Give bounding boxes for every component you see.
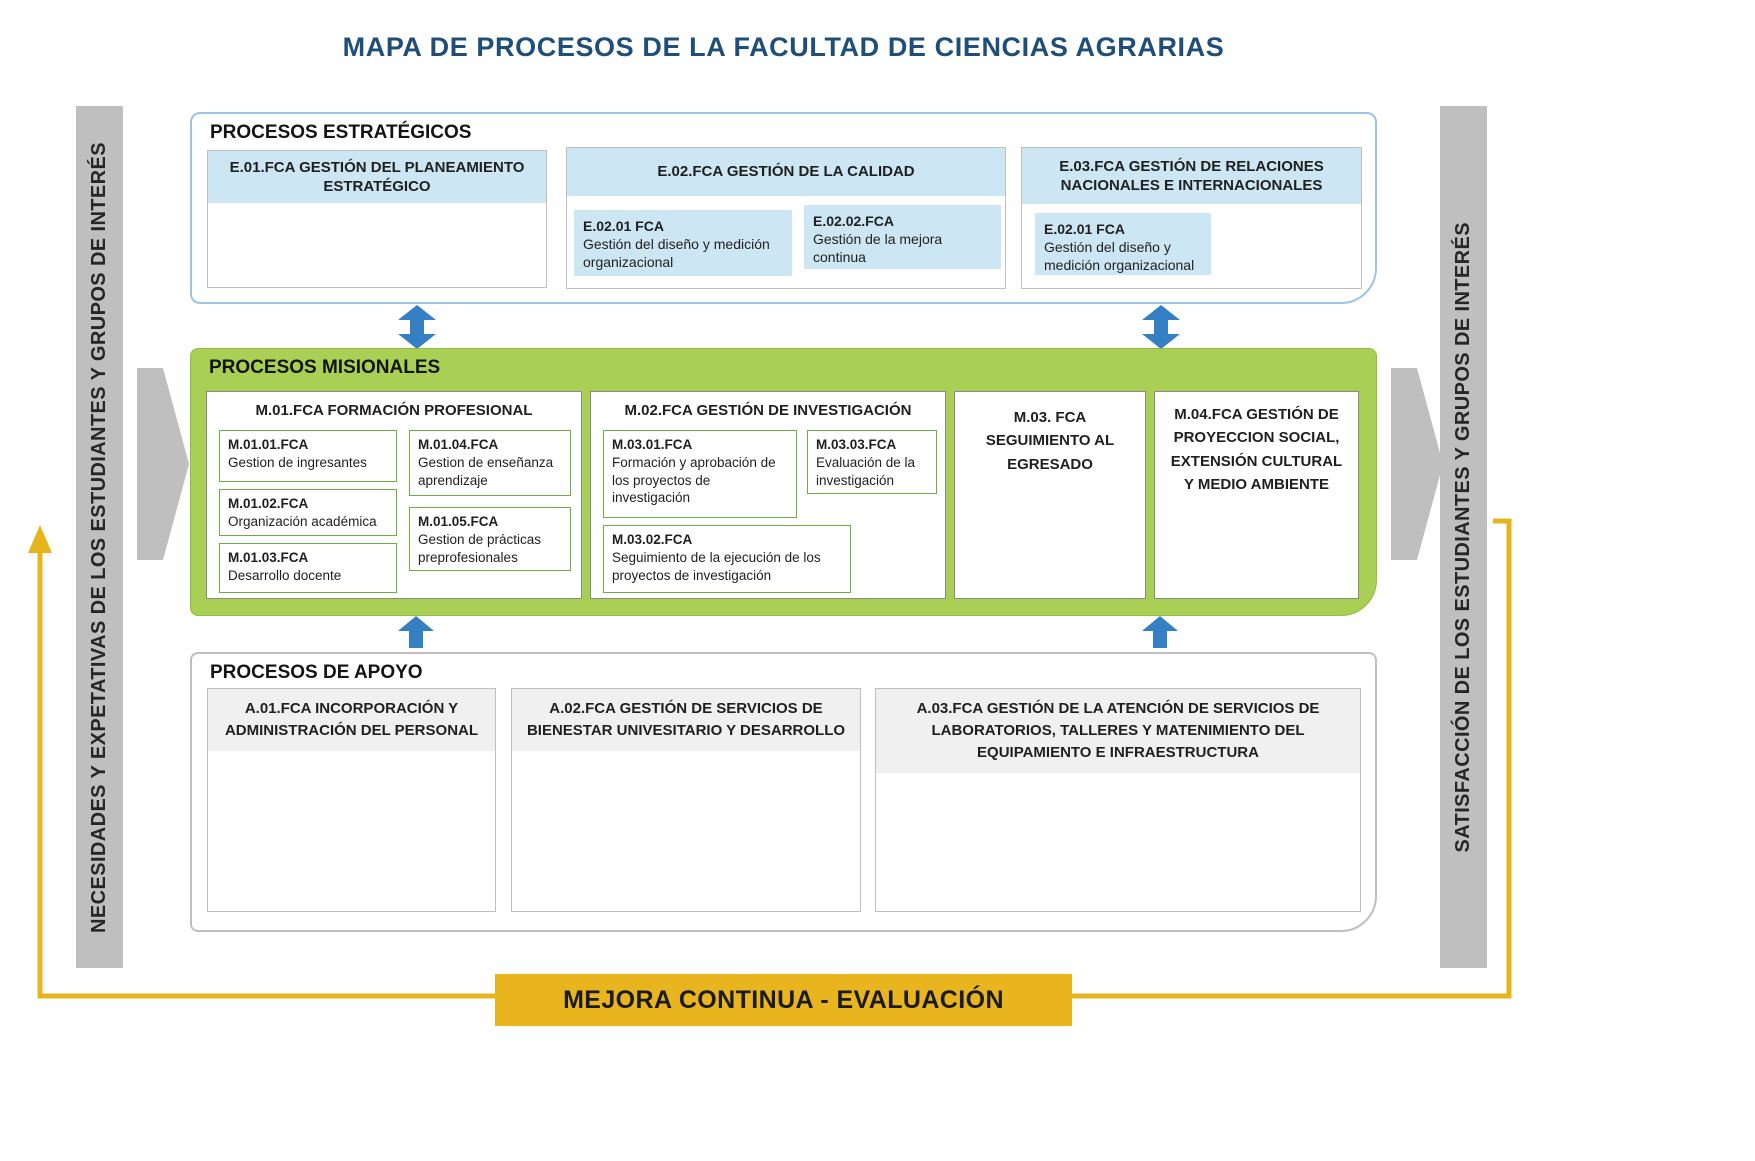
continuous-improvement-banner: MEJORA CONTINUA - EVALUACIÓN bbox=[495, 974, 1072, 1026]
needs-expectations-bar: NECESIDADES Y EXPETATIVAS DE LOS ESTUDIA… bbox=[76, 106, 123, 968]
strategic-section: PROCESOS ESTRATÉGICOS E.01.FCA GESTIÓN D… bbox=[190, 112, 1377, 304]
process-code: M.03.01.FCA bbox=[612, 437, 693, 452]
m01-sub-box-4: M.01.04.FCA Gestion de enseñanza aprendi… bbox=[409, 430, 571, 496]
m01-sub-box-1: M.01.01.FCA Gestion de ingresantes bbox=[219, 430, 397, 482]
up-arrow-icon bbox=[1142, 616, 1178, 648]
process-desc: Gestion de prácticas preprofesionales bbox=[418, 531, 542, 565]
needs-expectations-label: NECESIDADES Y EXPETATIVAS DE LOS ESTUDIA… bbox=[88, 141, 110, 933]
m01-box: M.01.FCA FORMACIÓN PROFESIONAL M.01.01.F… bbox=[206, 391, 582, 599]
satisfaction-label: SATISFACCIÓN DE LOS ESTUDIANTES Y GRUPOS… bbox=[1452, 221, 1474, 853]
m03-box: M.03. FCA SEGUIMIENTO AL EGRESADO bbox=[954, 391, 1146, 599]
process-code: M.01.01.FCA bbox=[228, 437, 309, 452]
input-right-arrow-icon bbox=[137, 368, 189, 560]
m04-box: M.04.FCA GESTIÓN DE PROYECCION SOCIAL, E… bbox=[1154, 391, 1359, 599]
process-code: M.01.03.FCA bbox=[228, 550, 309, 565]
up-arrow-icon bbox=[398, 616, 434, 648]
m01-sub-box-3: M.01.03.FCA Desarrollo docente bbox=[219, 543, 397, 593]
double-arrow-icon bbox=[398, 305, 436, 349]
process-code: M.01.02.FCA bbox=[228, 496, 309, 511]
a01-box: A.01.FCA INCORPORACIÓN Y ADMINISTRACIÓN … bbox=[207, 688, 496, 912]
process-code: E.02.01 FCA bbox=[1044, 221, 1125, 237]
a03-title: A.03.FCA GESTIÓN DE LA ATENCIÓN DE SERVI… bbox=[876, 689, 1360, 773]
process-desc: Gestión del diseño y medición organizaci… bbox=[1044, 239, 1195, 274]
missional-section: PROCESOS MISIONALES M.01.FCA FORMACIÓN P… bbox=[190, 348, 1377, 616]
process-desc: Desarrollo docente bbox=[228, 567, 342, 583]
m02-title: M.02.FCA GESTIÓN DE INVESTIGACIÓN bbox=[624, 402, 912, 419]
process-desc: Formación y aprobación de los proyectos … bbox=[612, 454, 776, 506]
m01-sub-box-5: M.01.05.FCA Gestion de prácticas preprof… bbox=[409, 507, 571, 571]
process-desc: Gestión de la mejora continua bbox=[813, 231, 943, 266]
e01-title: E.01.FCA GESTIÓN DEL PLANEAMIENTO ESTRAT… bbox=[208, 151, 546, 203]
e03-title: E.03.FCA GESTIÓN DE RELACIONES NACIONALE… bbox=[1022, 148, 1361, 204]
a01-title: A.01.FCA INCORPORACIÓN Y ADMINISTRACIÓN … bbox=[208, 689, 495, 751]
process-desc: Evaluación de la investigación bbox=[816, 454, 916, 488]
double-arrow-icon bbox=[1142, 305, 1180, 349]
e03-sub-box-1: E.02.01 FCA Gestión del diseño y medició… bbox=[1035, 213, 1211, 275]
process-desc: Gestion de ingresantes bbox=[228, 454, 367, 470]
m01-sub-box-2: M.01.02.FCA Organización académica bbox=[219, 489, 397, 536]
satisfaction-bar: SATISFACCIÓN DE LOS ESTUDIANTES Y GRUPOS… bbox=[1440, 106, 1487, 968]
process-code: M.03.03.FCA bbox=[816, 437, 897, 452]
support-section-label: PROCESOS DE APOYO bbox=[210, 662, 423, 683]
m04-title: M.04.FCA GESTIÓN DE PROYECCION SOCIAL, E… bbox=[1170, 406, 1343, 493]
e01-box: E.01.FCA GESTIÓN DEL PLANEAMIENTO ESTRAT… bbox=[207, 150, 547, 288]
e02-box: E.02.FCA GESTIÓN DE LA CALIDAD E.02.01 F… bbox=[566, 147, 1006, 289]
a02-box: A.02.FCA GESTIÓN DE SERVICIOS DE BIENEST… bbox=[511, 688, 861, 912]
m02-box: M.02.FCA GESTIÓN DE INVESTIGACIÓN M.03.0… bbox=[590, 391, 946, 599]
e03-box: E.03.FCA GESTIÓN DE RELACIONES NACIONALE… bbox=[1021, 147, 1362, 289]
feedback-arrow-icon bbox=[28, 525, 52, 553]
output-right-arrow-icon bbox=[1391, 368, 1443, 560]
missional-section-label: PROCESOS MISIONALES bbox=[209, 357, 441, 378]
process-code: E.02.02.FCA bbox=[813, 213, 894, 229]
e02-sub-box-1: E.02.01 FCA Gestión del diseño y medició… bbox=[574, 210, 792, 276]
e02-title: E.02.FCA GESTIÓN DE LA CALIDAD bbox=[567, 148, 1005, 196]
m02-sub-box-1: M.03.01.FCA Formación y aprobación de lo… bbox=[603, 430, 797, 518]
process-code: M.03.02.FCA bbox=[612, 532, 693, 547]
process-code: M.01.05.FCA bbox=[418, 514, 499, 529]
m02-sub-box-2: M.03.03.FCA Evaluación de la investigaci… bbox=[807, 430, 937, 494]
a02-title: A.02.FCA GESTIÓN DE SERVICIOS DE BIENEST… bbox=[512, 689, 860, 751]
process-desc: Organización académica bbox=[228, 513, 377, 529]
strategic-section-label: PROCESOS ESTRATÉGICOS bbox=[210, 122, 472, 143]
e02-sub-box-2: E.02.02.FCA Gestión de la mejora continu… bbox=[804, 205, 1001, 269]
process-desc: Gestion de enseñanza aprendizaje bbox=[418, 454, 554, 488]
m01-title: M.01.FCA FORMACIÓN PROFESIONAL bbox=[255, 402, 533, 419]
page-title: MAPA DE PROCESOS DE LA FACULTAD DE CIENC… bbox=[342, 32, 1225, 62]
process-code: E.02.01 FCA bbox=[583, 218, 664, 234]
m02-sub-box-3: M.03.02.FCA Seguimiento de la ejecución … bbox=[603, 525, 851, 593]
process-desc: Seguimiento de la ejecución de los proye… bbox=[612, 549, 821, 583]
m03-title: M.03. FCA SEGUIMIENTO AL EGRESADO bbox=[985, 409, 1115, 473]
a03-box: A.03.FCA GESTIÓN DE LA ATENCIÓN DE SERVI… bbox=[875, 688, 1361, 912]
process-desc: Gestión del diseño y medición organizaci… bbox=[583, 236, 770, 271]
support-section: PROCESOS DE APOYO A.01.FCA INCORPORACIÓN… bbox=[190, 652, 1377, 932]
process-code: M.01.04.FCA bbox=[418, 437, 499, 452]
